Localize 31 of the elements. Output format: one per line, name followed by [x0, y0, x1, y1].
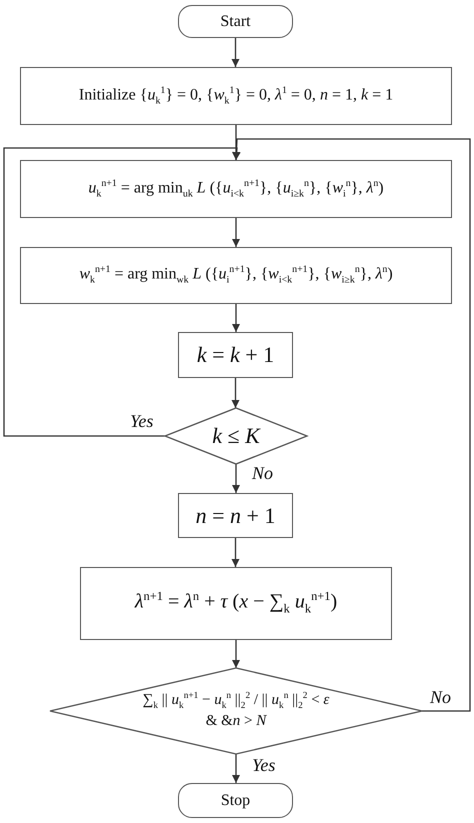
arrow — [232, 464, 240, 493]
arrow — [232, 218, 240, 247]
process-box — [80, 567, 392, 640]
arrow — [3, 147, 241, 437]
process-box — [20, 160, 452, 218]
process-box — [20, 247, 452, 304]
process-box — [178, 332, 293, 378]
formula-text: Stop — [220, 790, 250, 810]
terminal-box — [178, 5, 293, 38]
decision-diamond — [165, 408, 307, 464]
formula-text: n = n + 1 — [196, 502, 276, 530]
formula-text: ∑$_{k}$ || u$_{k}$$^{n+1}$ − u$_{k}$$^{n}$ ||$_{2}$$^{2}$ / || u$_{k}$$^{n}$ ||$_{2}$$^{2}$ < ε — [142, 690, 330, 712]
decision-diamond — [50, 668, 422, 754]
process-box — [20, 67, 452, 125]
formula-text: w$_{k}$$^{n+1}$ = arg min$_{wk}$ L ({u$_{i}$$^{n+1}$}, {w$_{i<k}$$^{n+1}$}, {w$_{i≥k}$$^{n}$}, λ$^{n}$) — [79, 264, 393, 287]
formula-text: k = k + 1 — [196, 341, 274, 369]
arrow — [232, 38, 240, 67]
formula-text: Initialize {u$_{k}$$^{1}$} = 0, {w$_{k}$$^{1}$} = 0, λ$^{1}$ = 0, n = 1, k = 1 — [78, 84, 394, 108]
arrow — [232, 640, 240, 668]
formula-text: k ≤ K — [212, 422, 260, 450]
arrow — [232, 304, 240, 332]
formula-text: λ$^{n+1}$ = λ$^{n}$ + τ (x − ∑$_{k}$ u$_{k}$$^{n+1}$) — [134, 589, 338, 618]
formula-text: u$_{k}$$^{n+1}$ = arg min$_{uk}$ L ({u$_{i<k}$$^{n+1}$}, {u$_{i≥k}$$^{n}$}, {w$_{i}$$^{n}$}, λ$^{n}$) — [88, 178, 384, 200]
formula-text: Start — [220, 12, 251, 32]
arrow — [232, 754, 240, 783]
arrow — [232, 378, 240, 408]
arrow — [232, 538, 240, 567]
terminal-box — [178, 783, 293, 818]
arrow — [232, 138, 471, 712]
process-box — [178, 493, 293, 538]
formula-text: & &n > N — [206, 712, 266, 732]
